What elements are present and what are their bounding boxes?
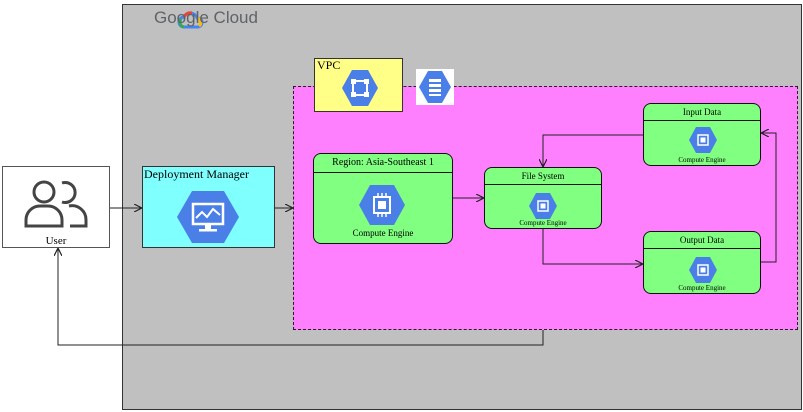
input-data-service-label: Compute Engine (678, 156, 726, 164)
network-services-icon (419, 71, 451, 103)
deployment-manager-label: Deployment Manager (144, 167, 249, 181)
user-label: User (45, 235, 67, 247)
output-data-service-label: Compute Engine (678, 284, 726, 292)
vpc-label: VPC (317, 58, 341, 72)
output-data-title: Output Data (644, 232, 760, 249)
output-data-compute-engine-icon (689, 257, 717, 283)
vpc-icon (342, 70, 378, 106)
edge-network-to-user (58, 249, 544, 346)
edge-output-data-to-input-data (761, 133, 777, 263)
edge-file-system-to-output-data (542, 229, 642, 264)
file-system-title: File System (485, 168, 601, 185)
input-data-compute-engine-icon (689, 127, 717, 153)
google-cloud-logo-icon (177, 11, 204, 29)
edge-input-data-to-file-system (543, 134, 643, 166)
google-cloud-brand: Google Cloud (154, 8, 258, 27)
deployment-manager-icon (177, 191, 239, 243)
region-node: Region: Asia-Southeast 1 Compute Engine (313, 153, 453, 244)
file-system-compute-engine-icon (529, 193, 557, 219)
region-compute-engine-icon (359, 185, 405, 225)
users-icon (24, 180, 88, 228)
output-data-node: Output Data Compute Engine (643, 231, 761, 294)
region-service-label: Compute Engine (352, 228, 414, 238)
region-title: Region: Asia-Southeast 1 (314, 154, 452, 173)
input-data-title: Input Data (644, 104, 760, 121)
file-system-service-label: Compute Engine (519, 219, 567, 227)
